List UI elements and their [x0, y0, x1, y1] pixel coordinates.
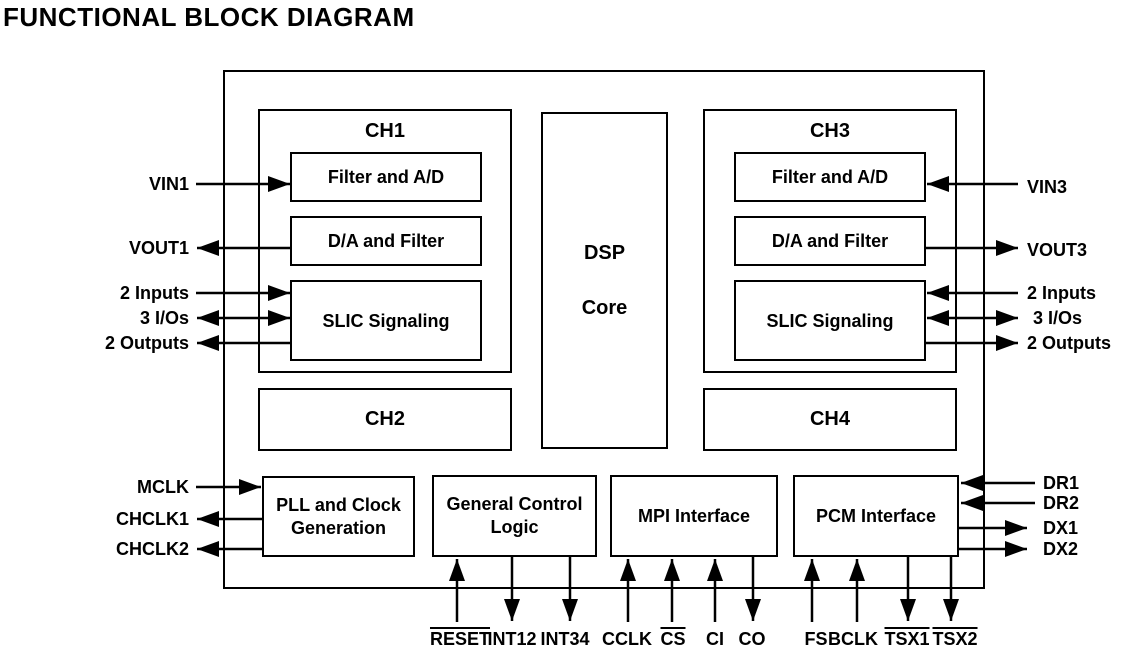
dsp-core-block: DSP Core	[541, 112, 668, 449]
ch4-block: CH4	[703, 388, 957, 451]
pin-label-chclk1: CHCLK1	[115, 509, 189, 529]
pcm-interface-block: PCM Interface	[793, 475, 959, 557]
ch3-filter-ad-block: Filter and A/D	[734, 152, 926, 202]
pin-label-vout1: VOUT1	[128, 238, 189, 258]
pin-label-3-ios-left: 3 I/Os	[139, 308, 189, 328]
pin-label-int12: INT12	[487, 629, 537, 649]
pin-label-co: CO	[738, 629, 766, 649]
ch3-da-filter-label: D/A and Filter	[771, 231, 889, 251]
ch1-label: CH1	[364, 120, 405, 142]
pin-label-chclk2: CHCLK2	[115, 539, 189, 559]
pin-label-vout3: VOUT3	[1027, 240, 1088, 260]
pll-clock-generation-block: PLL and Clock Generation	[262, 476, 415, 557]
pin-label-int34: INT34	[540, 629, 590, 649]
pin-label-2-inputs-left: 2 Inputs	[119, 283, 189, 303]
pin-label-2-outputs-left: 2 Outputs	[105, 333, 189, 353]
ch1-slic-signaling-label: SLIC Signaling	[322, 310, 450, 331]
general-control-logic-block: General Control Logic	[432, 475, 597, 557]
pin-label-ci: CI	[706, 629, 724, 649]
ch3-label: CH3	[809, 120, 850, 142]
pin-label-mclk: MCLK	[137, 477, 189, 497]
ch2-block: CH2	[258, 388, 512, 451]
ch3-slic-signaling-block: SLIC Signaling	[734, 280, 926, 361]
pin-label-dx1: DX1	[1043, 518, 1079, 538]
ch4-label: CH4	[809, 408, 850, 430]
ch3-filter-ad-label: Filter and A/D	[771, 167, 889, 187]
pin-label-dr1: DR1	[1043, 473, 1080, 493]
pll-label-line2: Generation	[290, 517, 386, 538]
pin-label-bclk: BCLK	[828, 629, 878, 649]
ch3-da-filter-block: D/A and Filter	[734, 216, 926, 266]
pll-label-line1: PLL and Clock	[276, 494, 401, 515]
pin-label-reset: RESET	[429, 629, 491, 649]
dsp-core-label-line1: DSP	[583, 242, 626, 264]
ch1-slic-signaling-block: SLIC Signaling	[290, 280, 482, 361]
pin-label-vin1: VIN1	[148, 174, 189, 194]
page-title: FUNCTIONAL BLOCK DIAGRAM	[3, 2, 415, 32]
dsp-core-label-line2: Core	[581, 297, 628, 319]
pin-label-dr2: DR2	[1043, 493, 1080, 513]
mpi-interface-label: MPI Interface	[637, 506, 751, 526]
pin-label-vin3: VIN3	[1027, 177, 1068, 197]
general-control-logic-label-line1: General Control	[446, 494, 583, 514]
pin-label-tsx2: TSX2	[932, 629, 978, 649]
pcm-interface-label: PCM Interface	[815, 506, 937, 526]
ch1-filter-ad-label: Filter and A/D	[327, 167, 445, 187]
general-control-logic-label-line2: Logic	[490, 517, 539, 537]
pin-label-3-ios-right: 3 I/Os	[1033, 308, 1083, 328]
mpi-interface-block: MPI Interface	[610, 475, 778, 557]
ch2-label: CH2	[364, 408, 405, 430]
pin-label-fs: FS	[804, 629, 828, 649]
ch1-da-filter-block: D/A and Filter	[290, 216, 482, 266]
pin-label-cs: CS	[660, 629, 686, 649]
pin-label-2-outputs-right: 2 Outputs	[1027, 333, 1111, 353]
pin-label-dx2: DX2	[1043, 539, 1079, 559]
ch1-filter-ad-block: Filter and A/D	[290, 152, 482, 202]
pin-label-cclk: CCLK	[602, 629, 652, 649]
ch1-da-filter-label: D/A and Filter	[327, 231, 445, 251]
ch3-slic-signaling-label: SLIC Signaling	[766, 310, 894, 331]
pin-label-2-inputs-right: 2 Inputs	[1027, 283, 1097, 303]
pin-label-tsx1: TSX1	[884, 629, 930, 649]
